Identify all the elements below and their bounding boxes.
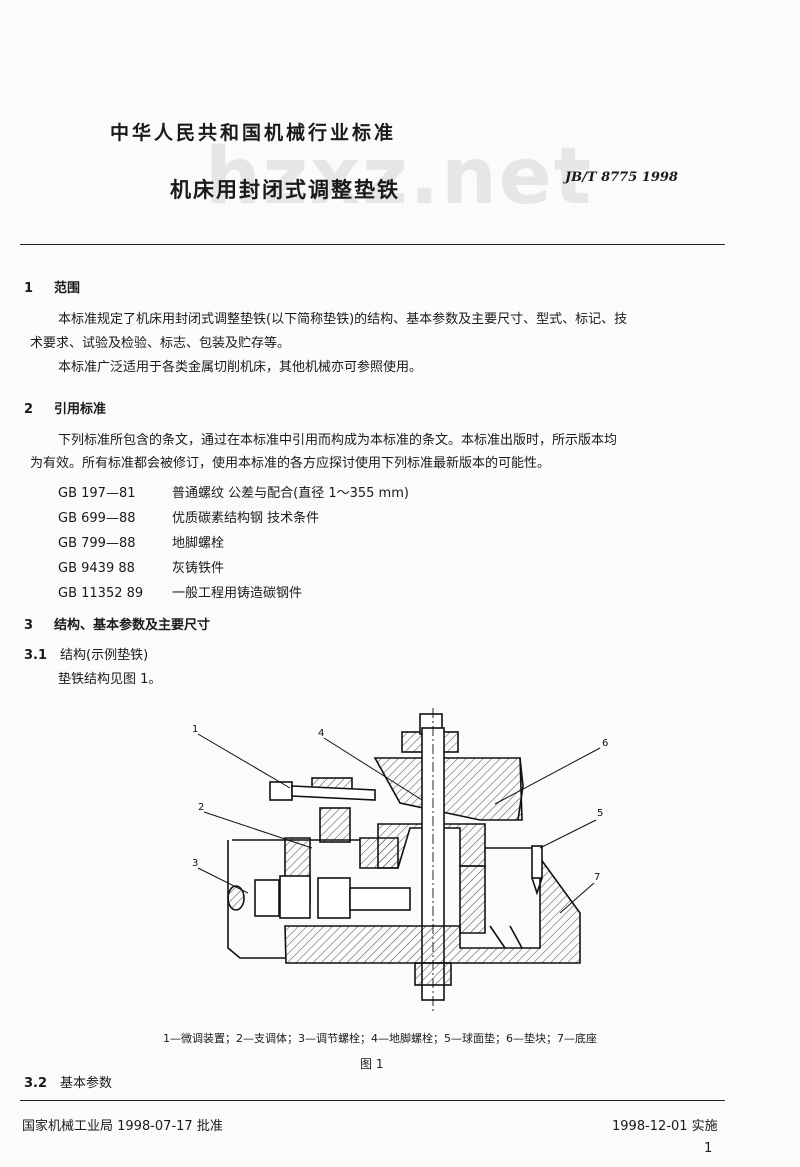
implementation-date: 1998-12-01 实施 (612, 1119, 718, 1134)
callout-1: 1 (192, 724, 198, 735)
document-title: 机床用封闭式调整垫铁 (170, 178, 400, 202)
section-3-2-heading: 3.2 基本参数 (24, 1073, 112, 1095)
ref-code: GB 9439 88 (58, 561, 135, 576)
section-3-title: 结构、基本参数及主要尺寸 (54, 618, 211, 633)
ref-name: 地脚螺栓 (172, 536, 225, 551)
watermark: hzxz.net (205, 132, 593, 222)
ref-row: GB 11352 89 一般工程用铸造碳钢件 (58, 582, 302, 601)
callout-4: 4 (318, 728, 324, 739)
section-3-2-number: 3.2 (24, 1076, 48, 1091)
ref-name: 优质碳素结构钢 技术条件 (172, 511, 320, 526)
section-2-heading: 2 引用标准 (24, 398, 106, 417)
ref-code: GB 699—88 (58, 511, 136, 526)
ref-row: GB 9439 88 灰铸铁件 (58, 557, 224, 576)
section-1-para-2: 本标准广泛适用于各类金属切削机床，其他机械亦可参照使用。 (58, 360, 423, 375)
section-1-para-1-cont: 术要求、试验及检验、标志、包装及贮存等。 (30, 336, 291, 351)
ref-code: GB 11352 89 (58, 586, 144, 601)
ref-row: GB 197—81 普通螺纹 公差与配合(直径 1～355 mm) (58, 482, 409, 501)
ref-name: 灰铸铁件 (172, 561, 225, 576)
section-3-number: 3 (24, 618, 34, 633)
section-1-title: 范围 (54, 281, 81, 296)
callout-3: 3 (192, 858, 198, 869)
callout-6: 6 (602, 738, 608, 749)
figure-label: 图 1 (360, 1057, 384, 1071)
figure-1-drawing: 1 2 3 4 6 5 7 (192, 708, 608, 1013)
section-2-title: 引用标准 (54, 402, 107, 417)
figure-caption: 1—微调装置；2—支调体；3—调节螺栓；4—地脚螺栓；5—球面垫；6—垫块；7—… (163, 1032, 597, 1045)
callout-5: 5 (597, 808, 603, 819)
footer-rule (20, 1100, 725, 1101)
standard-title: 中华人民共和国机械行业标准 (110, 122, 397, 144)
section-3-1-para: 垫铁结构见图 1。 (58, 672, 162, 687)
section-2-para-1: 下列标准所包含的条文，通过在本标准中引用而构成为本标准的条文。本标准出版时，所示… (58, 433, 618, 448)
ref-row: GB 699—88 优质碳素结构钢 技术条件 (58, 507, 319, 526)
section-3-1-number: 3.1 (24, 648, 48, 663)
section-1-para-1: 本标准规定了机床用封闭式调整垫铁(以下简称垫铁)的结构、基本参数及主要尺寸、型式… (58, 312, 628, 327)
section-2-number: 2 (24, 402, 34, 417)
callout-7: 7 (594, 872, 600, 883)
ref-code: GB 799—88 (58, 536, 136, 551)
page-number: 1 (704, 1141, 713, 1156)
ref-name: 一般工程用铸造碳钢件 (172, 586, 303, 601)
approval-note: 国家机械工业局 1998-07-17 批准 (22, 1119, 223, 1134)
ref-row: GB 799—88 地脚螺栓 (58, 532, 224, 551)
section-2-para-1-cont: 为有效。所有标准都会被修订，使用本标准的各方应探讨使用下列标准最新版本的可能性。 (30, 456, 551, 471)
section-3-1-heading: 3.1 结构(示例垫铁) (24, 645, 148, 667)
section-3-2-title: 基本参数 (60, 1076, 113, 1091)
section-1-heading: 1 范围 (24, 277, 80, 296)
section-3-1-title: 结构(示例垫铁) (60, 648, 149, 663)
callout-2: 2 (198, 802, 204, 813)
standard-code: JB/T 8775 1998 (565, 170, 678, 185)
section-3-heading: 3 结构、基本参数及主要尺寸 (24, 614, 210, 633)
ref-name: 普通螺纹 公差与配合(直径 1～355 mm) (172, 486, 409, 501)
header-rule (20, 244, 725, 245)
ref-code: GB 197—81 (58, 486, 136, 501)
section-1-number: 1 (24, 281, 34, 296)
